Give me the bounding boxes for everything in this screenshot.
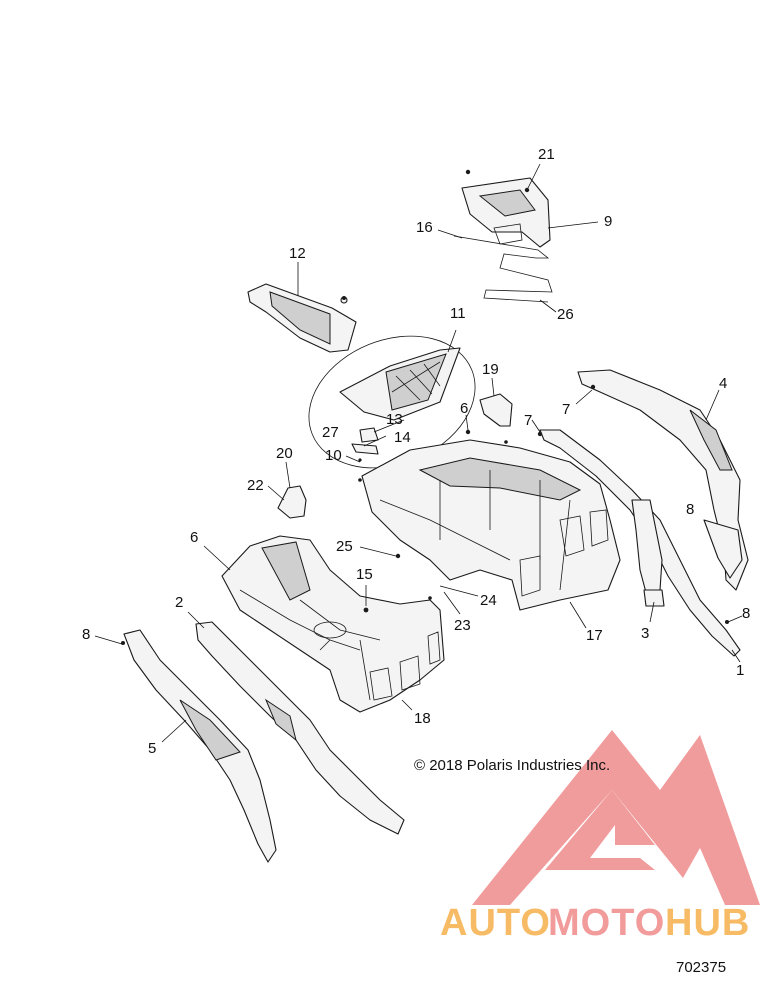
watermark-auto: AUTO	[440, 902, 551, 944]
callout-24: 24	[480, 592, 497, 609]
callout-labels: 1 2 3 4 5 6 6 7 7 8 8 8 9 10 11 12 13 14…	[82, 146, 750, 757]
callout-12: 12	[289, 245, 306, 262]
copyright-notice: © 2018 Polaris Industries Inc.	[414, 757, 610, 774]
callout-21: 21	[538, 146, 555, 163]
callout-19: 19	[482, 361, 499, 378]
part-17-rear-tub	[361, 439, 621, 611]
part-1-3-side-rail	[539, 429, 741, 657]
watermark-hub: HUB	[665, 902, 750, 944]
callout-13: 13	[386, 411, 403, 428]
callout-2: 2	[175, 594, 183, 611]
callout-8c: 8	[82, 626, 90, 643]
figure-number: 702375	[676, 959, 726, 976]
callout-20: 20	[276, 445, 293, 462]
callout-5: 5	[148, 740, 156, 757]
part-4-rail	[577, 369, 749, 591]
callout-25: 25	[336, 538, 353, 555]
fasteners	[121, 169, 729, 645]
part-5-shield-left	[123, 629, 277, 863]
watermark-logo: AUTO MOTO HUB	[440, 730, 760, 944]
callout-7b: 7	[562, 401, 570, 418]
callout-22: 22	[247, 477, 264, 494]
part-19-bracket	[479, 393, 513, 427]
callout-18: 18	[414, 710, 431, 727]
callout-15: 15	[356, 566, 373, 583]
callout-6b: 6	[190, 529, 198, 546]
callout-8a: 8	[686, 501, 694, 518]
watermark-triangle	[472, 730, 760, 905]
callout-26: 26	[557, 306, 574, 323]
callout-3: 3	[641, 625, 649, 642]
part-2-side-rail	[195, 621, 405, 835]
callout-27: 27	[322, 424, 339, 441]
part-16-seal	[453, 235, 553, 303]
callout-7a: 7	[524, 412, 532, 429]
callout-17: 17	[586, 627, 603, 644]
part-8-shield-right	[703, 519, 743, 579]
part-18-front-tub	[221, 535, 445, 713]
callout-6a: 6	[460, 400, 468, 417]
watermark-triangle-inner	[545, 790, 655, 870]
part-20-bracket	[277, 485, 307, 519]
callout-16: 16	[416, 219, 433, 236]
callout-4: 4	[719, 375, 727, 392]
callout-9: 9	[604, 213, 612, 230]
leader-lines	[94, 163, 743, 743]
callout-23: 23	[454, 617, 471, 634]
callout-8b: 8	[742, 605, 750, 622]
watermark-moto: MOTO	[548, 902, 665, 944]
callout-10: 10	[325, 447, 342, 464]
part-9-vent-right	[461, 177, 551, 248]
callout-14: 14	[394, 429, 411, 446]
part-11-storage-tray	[308, 335, 476, 469]
callout-11: 11	[450, 305, 466, 322]
callout-1: 1	[736, 662, 744, 679]
part-12-vent-left	[247, 283, 357, 353]
